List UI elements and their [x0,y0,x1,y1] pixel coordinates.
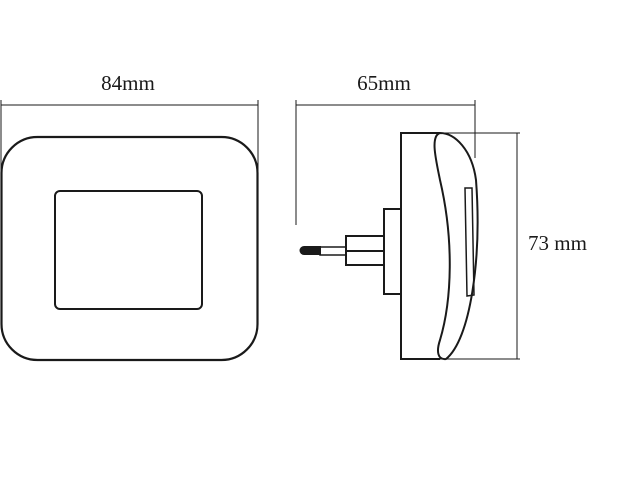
depth-dimension-line [295,100,476,225]
side-body [400,132,440,360]
depth-label: 65mm [357,71,411,95]
plug-pin-tip [299,246,321,255]
side-light-window [464,187,475,297]
height-label: 73 mm [528,231,587,255]
side-front-cover [433,131,479,361]
plug-pin [319,246,347,256]
front-light-panel [54,190,203,310]
width-dimension-line [0,100,259,175]
plug-base [383,208,402,295]
front-outer-body [0,135,259,362]
front-view [0,135,259,362]
height-dimension-line [440,132,520,360]
side-view [319,131,479,361]
width-label: 84mm [101,71,155,95]
